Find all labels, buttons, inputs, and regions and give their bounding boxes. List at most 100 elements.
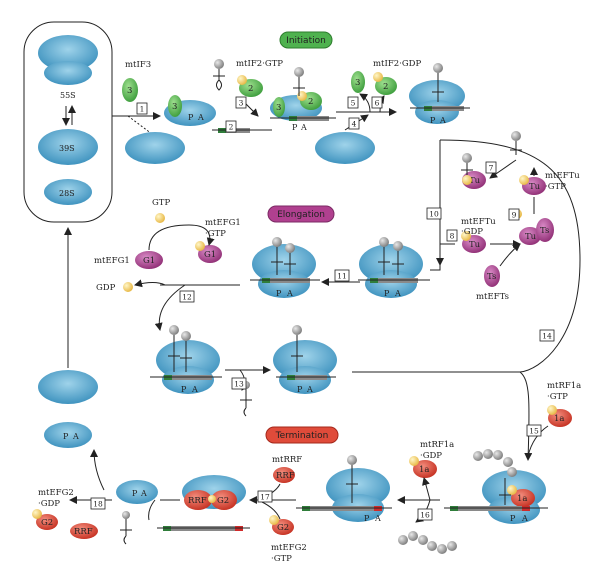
step-number: 4 — [352, 120, 357, 129]
step-number: 12 — [182, 293, 192, 302]
step-number: 15 — [529, 427, 539, 436]
subunit-panel: 55S 39S 28S — [23, 21, 113, 223]
step-number: 18 — [93, 500, 103, 509]
step-number: 9 — [512, 211, 517, 220]
label-mteftu-gtp-2: ·GTP — [545, 182, 566, 192]
step-8: 8 — [446, 229, 458, 242]
step-3: 3 — [235, 96, 247, 109]
step-15: 15 — [526, 424, 542, 437]
svg-text:A: A — [374, 514, 381, 523]
label-mtefg2-gtp-2: ·GTP — [271, 554, 292, 564]
svg-text:G2: G2 — [277, 523, 289, 533]
label-mtrf1a-gdp-1: mtRF1a — [420, 440, 454, 450]
svg-text:Tu: Tu — [525, 232, 537, 242]
eftu-ts-complex — [519, 227, 541, 245]
label-mteftu-gtp-1: mtEFTu — [545, 171, 580, 181]
label-mtefg2-gdp-1: mtEFG2 — [38, 488, 74, 498]
efg1-blob — [135, 251, 163, 269]
step-number: 3 — [239, 99, 244, 108]
ribosome-39s-released — [38, 370, 98, 404]
step-number: 14 — [542, 332, 552, 341]
svg-text:1a: 1a — [554, 414, 564, 424]
label-mtrf1a-gtp-1: mtRF1a — [547, 381, 581, 391]
svg-text:P: P — [292, 123, 298, 132]
step-6: 6 — [371, 96, 383, 109]
svg-text:P: P — [181, 385, 187, 394]
label-mtefg2-gtp-1: mtEFG2 — [271, 543, 307, 553]
svg-text:A: A — [72, 432, 79, 441]
svg-text:A: A — [286, 289, 293, 298]
svg-text:3: 3 — [355, 78, 360, 88]
label-mtefg1-gtp-1: mtEFG1 — [205, 218, 241, 228]
step-1: 1 — [136, 102, 148, 115]
svg-text:A: A — [197, 113, 204, 122]
label-55s: 55S — [60, 91, 76, 100]
svg-text:G2: G2 — [217, 496, 229, 506]
label-mtif2-gdp: mtIF2·GDP — [373, 59, 421, 69]
svg-text:P: P — [276, 289, 282, 298]
ribosome-39s-free — [125, 132, 185, 164]
ribosome-28s-released — [116, 480, 158, 504]
label-mtefg1-gtp-2: ·GTP — [205, 229, 226, 239]
svg-text:A: A — [191, 385, 198, 394]
svg-text:A: A — [394, 289, 401, 298]
svg-text:P: P — [188, 113, 194, 122]
svg-text:2: 2 — [308, 97, 313, 107]
label-gdp: GDP — [96, 283, 116, 293]
step-11: 11 — [334, 269, 350, 282]
label-mtrf1a-gdp-2: ·GDP — [420, 451, 442, 461]
phase-initiation: Initiation — [279, 31, 333, 49]
label-mtrrf: mtRRF — [272, 455, 302, 465]
efg2-gdp-blob — [36, 514, 58, 530]
ribosome-39s-join — [315, 132, 375, 164]
rrf-blob — [273, 467, 295, 483]
step-number: 17 — [260, 493, 270, 502]
svg-text:1a: 1a — [419, 465, 429, 475]
svg-text:P: P — [384, 289, 390, 298]
step-17: 17 — [257, 490, 273, 503]
svg-text:G1: G1 — [143, 256, 155, 266]
svg-text:A: A — [521, 514, 528, 523]
svg-text:P: P — [364, 514, 370, 523]
svg-text:G1: G1 — [204, 250, 216, 260]
ribosome-55s-large — [38, 35, 98, 71]
step-number: 6 — [375, 99, 380, 108]
label-mtefts: mtEFTs — [476, 292, 509, 302]
phase-termination: Termination — [265, 426, 339, 444]
step-number: 13 — [234, 380, 244, 389]
ribosome-55s-small — [44, 61, 92, 85]
step-number: 8 — [450, 232, 455, 241]
svg-text:Tu: Tu — [529, 182, 541, 192]
svg-text:A: A — [306, 385, 313, 394]
rrf-released-blob — [70, 523, 98, 539]
svg-text:P: P — [63, 432, 69, 441]
step-9: 9 — [508, 208, 520, 221]
label-mtif3: mtIF3 — [125, 60, 151, 70]
svg-text:Ts: Ts — [487, 272, 496, 282]
step-number: 5 — [351, 99, 356, 108]
efts-blob — [484, 265, 500, 287]
svg-text:P: P — [132, 489, 138, 498]
phase-elongation: Elongation — [267, 205, 335, 223]
svg-text:Tu: Tu — [469, 176, 481, 186]
svg-text:P: P — [297, 385, 303, 394]
label-mtrf1a-gtp-2: ·GTP — [547, 392, 568, 402]
step-number: 16 — [420, 511, 430, 520]
svg-text:RRF: RRF — [276, 471, 295, 481]
svg-text:2: 2 — [383, 82, 388, 92]
svg-text:Termination: Termination — [275, 431, 329, 441]
label-39s: 39S — [59, 144, 75, 153]
step-10: 10 — [426, 207, 442, 220]
label-mtefg2-gdp-2: ·GDP — [38, 499, 60, 509]
step-12: 12 — [179, 290, 195, 303]
svg-text:RRF: RRF — [188, 496, 207, 506]
ribosome-39s — [38, 129, 98, 165]
svg-text:P: P — [510, 514, 516, 523]
svg-text:Initiation: Initiation — [286, 36, 326, 46]
svg-text:3: 3 — [172, 102, 177, 112]
step-16: 16 — [417, 508, 433, 521]
label-gtp: GTP — [152, 198, 170, 208]
step-7: 7 — [485, 161, 497, 174]
